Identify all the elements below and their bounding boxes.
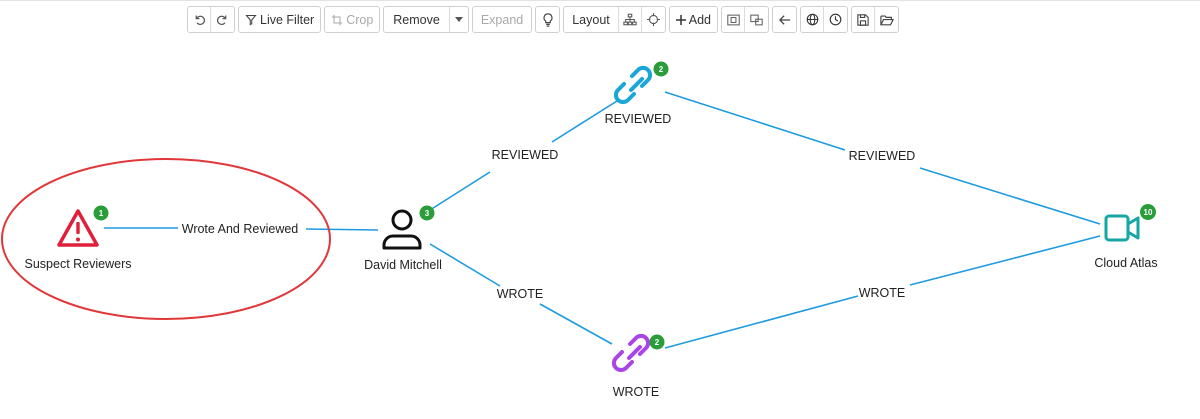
node-label: REVIEWED <box>605 112 672 126</box>
video-camera-icon <box>1104 214 1140 242</box>
zoom-selection-button[interactable] <box>745 7 769 32</box>
hint-button[interactable] <box>536 7 560 32</box>
plus-icon <box>675 14 686 25</box>
count-badge: 1 <box>93 205 109 221</box>
node-suspect-reviewers[interactable]: 1 Suspect Reviewers <box>25 205 132 272</box>
arrow-left-icon <box>778 14 790 25</box>
add-label: Add <box>688 12 712 27</box>
map-button[interactable] <box>801 7 825 32</box>
hierarchy-layout-button[interactable] <box>618 7 642 32</box>
remove-label: Remove <box>393 12 440 27</box>
person-icon <box>382 209 422 250</box>
remove-dropdown-button[interactable] <box>449 7 468 32</box>
hint-group <box>535 6 561 33</box>
caret-down-icon <box>454 16 463 22</box>
node-david-mitchell[interactable]: 3 David Mitchell <box>364 205 442 273</box>
clock-icon <box>829 13 842 26</box>
count-badge: 2 <box>649 334 665 350</box>
center-button[interactable] <box>641 7 665 32</box>
count-badge-text: 3 <box>425 209 430 218</box>
undo-button[interactable] <box>188 7 211 32</box>
edges <box>104 91 1101 349</box>
count-badge: 10 <box>1140 204 1156 220</box>
live-filter-label: Live Filter <box>260 12 315 27</box>
count-badge-text: 2 <box>655 338 660 347</box>
layout-button[interactable]: Layout <box>564 7 619 32</box>
back-group <box>772 6 798 33</box>
edge-david-reviewed-2[interactable] <box>551 100 618 143</box>
top-divider <box>0 0 1200 2</box>
edge-suspect-david-2[interactable] <box>305 228 379 231</box>
hierarchy-icon <box>623 13 637 26</box>
node-label: Cloud Atlas <box>1094 256 1157 270</box>
timeline-button[interactable] <box>824 7 848 32</box>
back-button[interactable] <box>773 7 797 32</box>
globe-icon <box>806 13 818 26</box>
crop-group: Crop <box>324 6 381 33</box>
layout-label: Layout <box>572 12 610 27</box>
link-icon <box>613 65 653 105</box>
node-label: Suspect Reviewers <box>25 257 132 271</box>
folder-open-icon <box>879 14 894 25</box>
map-time-group <box>800 6 849 33</box>
save-button[interactable] <box>852 7 876 32</box>
redo-icon <box>216 15 227 26</box>
add-button[interactable]: Add <box>669 7 718 32</box>
edge-david-reviewed[interactable] <box>429 171 491 211</box>
crop-label: Crop <box>346 12 374 27</box>
fit-view-button[interactable] <box>722 7 746 32</box>
edge-david-wrote-2[interactable] <box>539 303 613 345</box>
warning-icon <box>57 209 99 247</box>
live-filter-group: Live Filter <box>238 6 322 33</box>
crosshair-icon <box>646 13 660 26</box>
expand-label: Expand <box>480 12 524 27</box>
live-filter-button[interactable]: Live Filter <box>239 7 321 32</box>
node-label: David Mitchell <box>364 258 442 272</box>
count-badge-text: 2 <box>659 65 664 74</box>
remove-button[interactable]: Remove <box>384 7 450 32</box>
file-group <box>851 6 900 33</box>
lightbulb-icon <box>543 12 553 27</box>
edge-label-reviewed-cloud: REVIEWED <box>849 149 916 163</box>
view-group <box>721 6 770 33</box>
edge-label-david-reviewed: REVIEWED <box>492 148 559 162</box>
undo-icon <box>195 15 205 26</box>
edge-reviewed-cloud-2[interactable] <box>919 167 1101 225</box>
zoom-selection-icon <box>750 14 763 25</box>
edge-reviewed-cloud[interactable] <box>664 91 846 151</box>
edge-label-wrote-cloud: WROTE <box>859 286 906 300</box>
count-badge: 2 <box>653 61 669 77</box>
open-button[interactable] <box>875 7 899 32</box>
node-reviewed[interactable]: 2 REVIEWED <box>605 61 672 127</box>
add-group: Add <box>668 6 719 33</box>
fit-screen-icon <box>726 14 740 25</box>
expand-button[interactable]: Expand <box>472 7 532 32</box>
edge-wrote-cloud[interactable] <box>664 295 859 349</box>
count-badge-text: 1 <box>99 209 104 218</box>
edge-label-suspect-david: Wrote And Reviewed <box>182 222 299 236</box>
save-icon <box>857 13 869 26</box>
history-group <box>187 6 235 33</box>
count-badge: 3 <box>419 205 435 221</box>
redo-button[interactable] <box>211 7 234 32</box>
expand-group: Expand <box>471 6 533 33</box>
crop-icon <box>331 14 343 25</box>
node-cloud-atlas[interactable]: 10 Cloud Atlas <box>1094 204 1158 270</box>
node-label: WROTE <box>613 385 660 399</box>
graph-toolbar: Live Filter Crop Remove Expand Layout <box>187 6 900 33</box>
link-icon <box>611 333 651 373</box>
highlight-ring <box>1 158 331 320</box>
edge-david-wrote[interactable] <box>429 243 501 287</box>
node-wrote[interactable]: 2 WROTE <box>611 333 665 400</box>
count-badge-text: 10 <box>1144 208 1153 217</box>
layout-group: Layout <box>563 6 666 33</box>
crop-button[interactable]: Crop <box>325 7 380 32</box>
remove-group: Remove <box>383 6 469 33</box>
edge-wrote-cloud-2[interactable] <box>909 235 1101 286</box>
filter-icon <box>245 14 257 25</box>
edge-label-david-wrote: WROTE <box>497 287 544 301</box>
